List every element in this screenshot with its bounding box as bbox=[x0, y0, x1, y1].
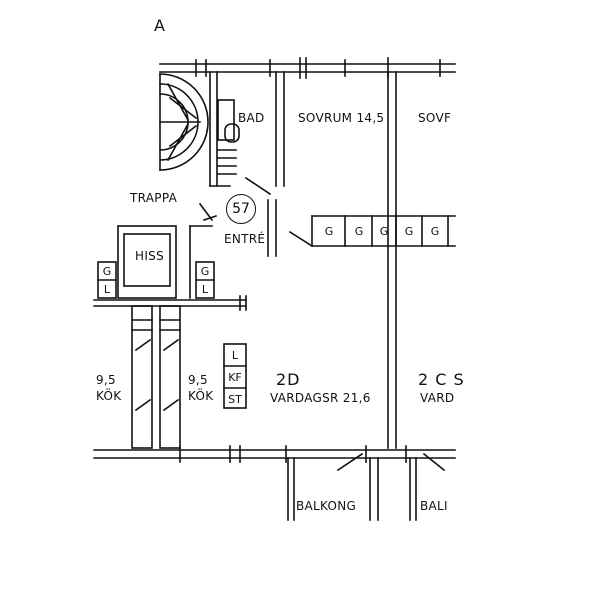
apartment-type-label: 2D bbox=[276, 370, 301, 389]
cabinet-letter: L bbox=[201, 283, 209, 296]
apartment-type-label-right: 2 C S bbox=[418, 370, 465, 389]
cabinet-letter: G bbox=[200, 265, 210, 278]
living-room-label: VARDAGSR 21,6 bbox=[270, 391, 371, 405]
kitchen-left-label: KÖK bbox=[96, 389, 122, 403]
living-room-label-right: VARD bbox=[420, 391, 455, 405]
kitchen-area: 9,5 bbox=[188, 373, 208, 387]
wardrobe-row bbox=[288, 215, 456, 248]
kitchen-cabinet-letter: L bbox=[231, 349, 239, 362]
spiral-stair bbox=[159, 73, 209, 171]
wardrobe-letter: G bbox=[404, 225, 414, 238]
corner-letter: A bbox=[154, 16, 166, 35]
bottom-exterior-wall bbox=[93, 445, 456, 463]
wardrobe-letter: G bbox=[430, 225, 440, 238]
kitchen-columns bbox=[131, 305, 181, 449]
wardrobe-letter: G bbox=[379, 225, 389, 238]
kitchen-left-area: 9,5 bbox=[96, 373, 116, 387]
balcony-walls bbox=[287, 452, 446, 521]
top-exterior-wall bbox=[159, 57, 456, 79]
kitchen-cabinet-letter: KF bbox=[228, 371, 242, 384]
unit-number-badge: 57 bbox=[226, 194, 256, 224]
balcony-label: BALKONG bbox=[296, 499, 357, 513]
kitchen-cabinet-stack bbox=[223, 343, 247, 409]
wardrobe-letter: G bbox=[354, 225, 364, 238]
bedroom-label: SOVRUM 14,5 bbox=[298, 111, 385, 125]
cabinet-letter: L bbox=[103, 283, 111, 296]
cabinet-letter: G bbox=[102, 265, 112, 278]
elevator-label: HISS bbox=[135, 249, 164, 263]
stair-label: TRAPPA bbox=[130, 191, 178, 205]
elevator-shaft bbox=[117, 225, 213, 299]
balcony-label-right: BALI bbox=[420, 499, 448, 513]
bedroom-partition-wall bbox=[387, 71, 397, 449]
bathroom-walls bbox=[209, 71, 285, 196]
kitchen-cabinet-letter: ST bbox=[228, 393, 242, 406]
entry-label: ENTRÉ bbox=[224, 232, 266, 246]
wardrobe-letter: G bbox=[324, 225, 334, 238]
bathroom-label: BAD bbox=[238, 111, 265, 125]
entry-partition bbox=[198, 199, 277, 257]
bedroom-label-right: SOVF bbox=[418, 111, 452, 125]
left-cabinets bbox=[97, 261, 215, 299]
kitchen-label: KÖK bbox=[188, 389, 214, 403]
